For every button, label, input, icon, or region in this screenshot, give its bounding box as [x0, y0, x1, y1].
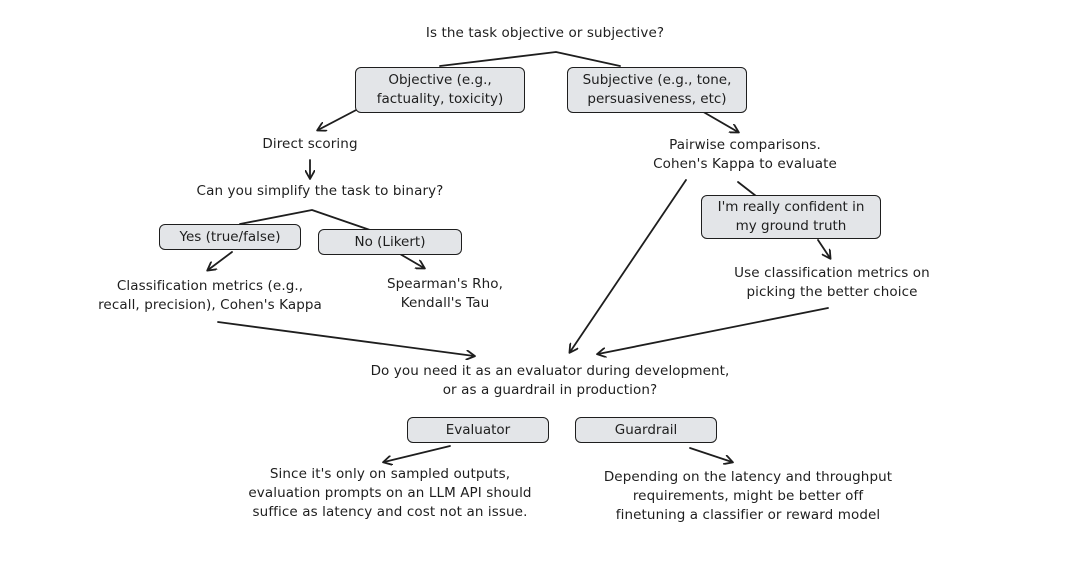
box-no: No (Likert)	[318, 229, 462, 255]
arrow-pairwise-to-evaluator-question	[570, 179, 687, 352]
label-guardrail-result: Depending on the latency and throughput …	[603, 469, 893, 523]
box-yes: Yes (true/false)	[159, 224, 301, 250]
arrow-no-to-spearman	[399, 253, 424, 268]
line-pairwise-to-confident	[737, 181, 757, 197]
question-task-type: Is the task objective or subjective?	[425, 25, 665, 41]
box-guardrail: Guardrail	[575, 417, 717, 443]
label-evaluator-result: Since it's only on sampled outputs, eval…	[248, 466, 532, 520]
label-direct-scoring: Direct scoring	[262, 136, 358, 152]
label-classification-metrics: Classification metrics (e.g., recall, pr…	[98, 278, 322, 313]
question-evaluator-guardrail: Do you need it as an evaluator during de…	[370, 363, 730, 398]
arrow-evaluator-to-result	[384, 445, 451, 462]
fork-binary	[239, 209, 371, 231]
box-objective: Objective (e.g., factuality, toxicity)	[355, 67, 525, 113]
label-spearman-kendall: Spearman's Rho, Kendall's Tau	[386, 276, 504, 311]
arrow-classification-to-evaluator-question	[217, 321, 474, 356]
arrow-guardrail-to-result	[689, 447, 732, 462]
question-binary: Can you simplify the task to binary?	[196, 183, 444, 199]
arrow-subjective-to-pairwise	[699, 109, 738, 132]
label-use-classification: Use classification metrics on picking th…	[734, 265, 930, 300]
box-evaluator: Evaluator	[407, 417, 549, 443]
arrow-confident-to-use	[817, 239, 830, 258]
arrow-use-to-evaluator-question	[598, 307, 829, 354]
label-pairwise: Pairwise comparisons. Cohen's Kappa to e…	[653, 137, 837, 172]
fork-top	[439, 51, 621, 67]
arrow-yes-to-classification	[208, 251, 233, 270]
box-confident: I'm really confident in my ground truth	[701, 195, 881, 239]
arrow-objective-to-direct	[318, 107, 361, 130]
box-subjective: Subjective (e.g., tone, persuasiveness, …	[567, 67, 747, 113]
